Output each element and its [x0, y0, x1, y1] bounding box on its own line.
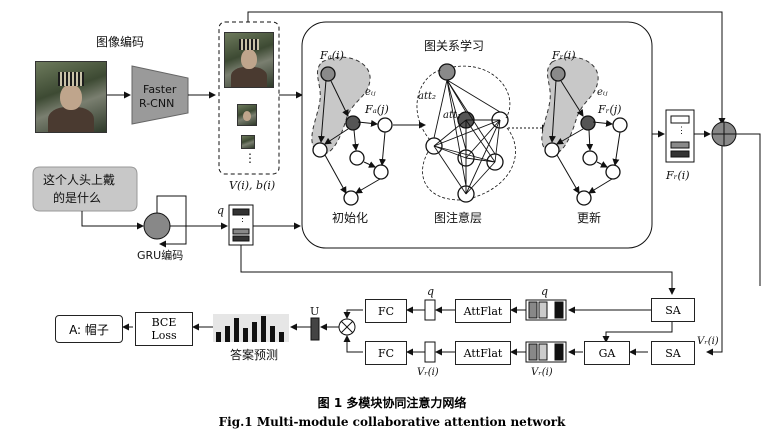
gru-circle — [143, 212, 171, 240]
region-crop-large — [224, 32, 274, 88]
fr-i-label: Fᵣ(i) — [552, 49, 576, 62]
fa-j-label: Fₐ(j) — [365, 103, 389, 116]
faster-rcnn-block — [131, 65, 189, 125]
q-label: q — [217, 204, 225, 217]
answer-prediction-bars — [213, 314, 289, 342]
region-crop-small — [241, 135, 255, 149]
att2-label: att₂ — [418, 91, 437, 102]
q-ellipsis: ⋮ — [238, 214, 247, 224]
fc-bottom-box: FC — [365, 341, 407, 365]
sa-top-box: SA — [651, 298, 695, 322]
answer-box: A: 帽子 — [55, 315, 123, 343]
question-bubble — [32, 166, 138, 212]
init-label: 初始化 — [332, 211, 369, 225]
fr-eij-label: eᵢⱼ — [597, 87, 608, 98]
q-label-fc: q — [427, 285, 435, 298]
fr-ellipsis: ⋮ — [677, 126, 686, 136]
bce-loss-box: BCE Loss — [135, 312, 193, 346]
vr-label-attflat: Vᵣ(i) — [531, 367, 553, 378]
caption-en: Fig.1 Multi-module collaborative attenti… — [218, 415, 566, 429]
gru-label: GRU编码 — [137, 249, 184, 262]
vr-label-fc: Vᵣ(i) — [417, 367, 439, 378]
image-encoding-label: 图像编码 — [96, 35, 145, 49]
fr-output-label: Fᵣ(i) — [666, 169, 690, 182]
ga-box: GA — [584, 341, 630, 365]
update-label: 更新 — [577, 211, 602, 225]
region-feature-box — [218, 21, 280, 175]
attflat-bottom-box: AttFlat — [455, 341, 511, 365]
fc-top-box: FC — [365, 299, 407, 323]
loss-label: Loss — [151, 329, 177, 342]
attflat-top-box: AttFlat — [455, 299, 511, 323]
region-ellipsis: ⋮ — [244, 151, 256, 165]
rcnn-label: R-CNN — [139, 97, 175, 110]
question-line1: 这个人头上戴 — [43, 173, 116, 187]
input-image — [35, 61, 107, 133]
fa-i-label: Fₐ(i) — [320, 49, 344, 62]
faster-label: Faster — [143, 83, 177, 96]
att1-label: att₁ — [443, 110, 462, 121]
bce-label: BCE — [151, 315, 177, 329]
fr-j-label: Fᵣ(j) — [598, 103, 622, 116]
vr-label-right: Vᵣ(i) — [697, 336, 719, 347]
attention-layer-label: 图注意层 — [434, 211, 483, 225]
question-line2: 的是什么 — [53, 191, 102, 205]
region-feature-label: V(i), b(i) — [229, 179, 276, 192]
q-label-attflat: q — [541, 285, 549, 298]
region-crop-medium — [237, 104, 257, 126]
sa-bottom-box: SA — [651, 341, 695, 365]
answer-prediction-label: 答案预测 — [230, 348, 279, 362]
fa-eij-label: eᵢⱼ — [365, 87, 376, 98]
graph-title: 图关系学习 — [424, 39, 485, 53]
u-label: U — [310, 305, 320, 318]
caption-cn: 图 1 多模块协同注意力网络 — [317, 396, 467, 410]
